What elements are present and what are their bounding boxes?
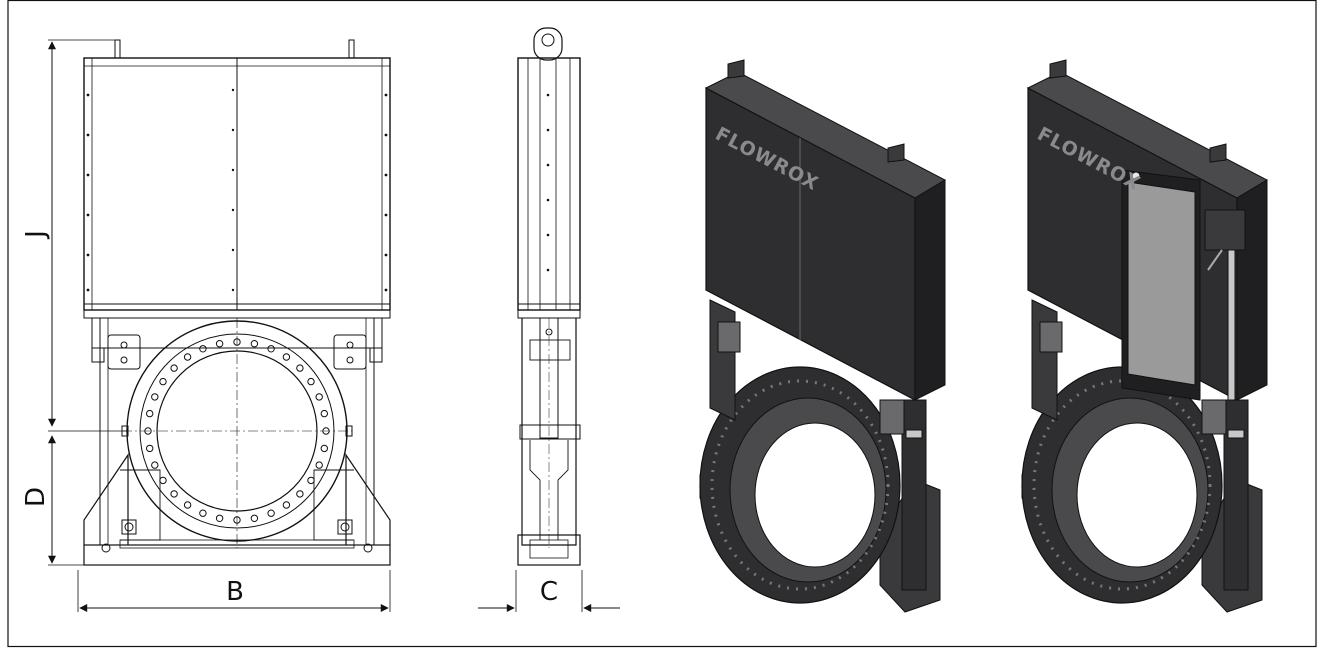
side-cover	[517, 57, 581, 311]
isometric-view-closed: FLOWROX	[699, 59, 947, 613]
bolt-hole	[296, 364, 304, 372]
bolt-hole	[296, 490, 304, 498]
bolt-hole	[315, 461, 323, 469]
isometric-view-open: FLOWROX	[1021, 59, 1269, 613]
bolt-hole	[282, 501, 291, 509]
side-view	[517, 27, 581, 566]
bolt-hole	[320, 409, 328, 418]
bolt-hole	[320, 444, 328, 453]
sheet-border	[7, 0, 1317, 648]
bolt-hole	[250, 340, 259, 348]
bolt-hole	[159, 476, 167, 485]
bolt-hole	[146, 409, 154, 418]
bolt-hole	[159, 377, 167, 386]
dimension-label-d: D	[21, 487, 51, 507]
bolt-hole	[146, 444, 154, 453]
bolt-hole	[199, 345, 207, 353]
bolt-hole	[267, 345, 275, 353]
bolt-hole	[282, 353, 291, 361]
bolt-hole	[215, 340, 224, 348]
svg-text:J: J	[21, 230, 51, 240]
bolt-hole	[170, 490, 178, 498]
bolt-hole	[267, 509, 275, 517]
bolt-hole	[151, 393, 159, 401]
bolt-hole	[250, 514, 259, 522]
bolt-hole	[315, 393, 323, 401]
front-view	[83, 39, 391, 566]
bolt-hole	[183, 353, 192, 361]
bolt-hole	[199, 509, 207, 517]
bolt-hole	[170, 364, 178, 372]
bolt-hole	[215, 514, 224, 522]
dimension-lines	[48, 39, 620, 612]
svg-text:D: D	[21, 487, 51, 507]
dimension-label-b: B	[226, 577, 244, 607]
dimension-label-j: J	[21, 230, 51, 240]
bolt-hole	[307, 377, 315, 386]
bolt-hole	[307, 476, 315, 485]
bolt-hole	[151, 461, 159, 469]
bolt-hole	[183, 501, 192, 509]
dimension-label-c: C	[540, 577, 558, 607]
